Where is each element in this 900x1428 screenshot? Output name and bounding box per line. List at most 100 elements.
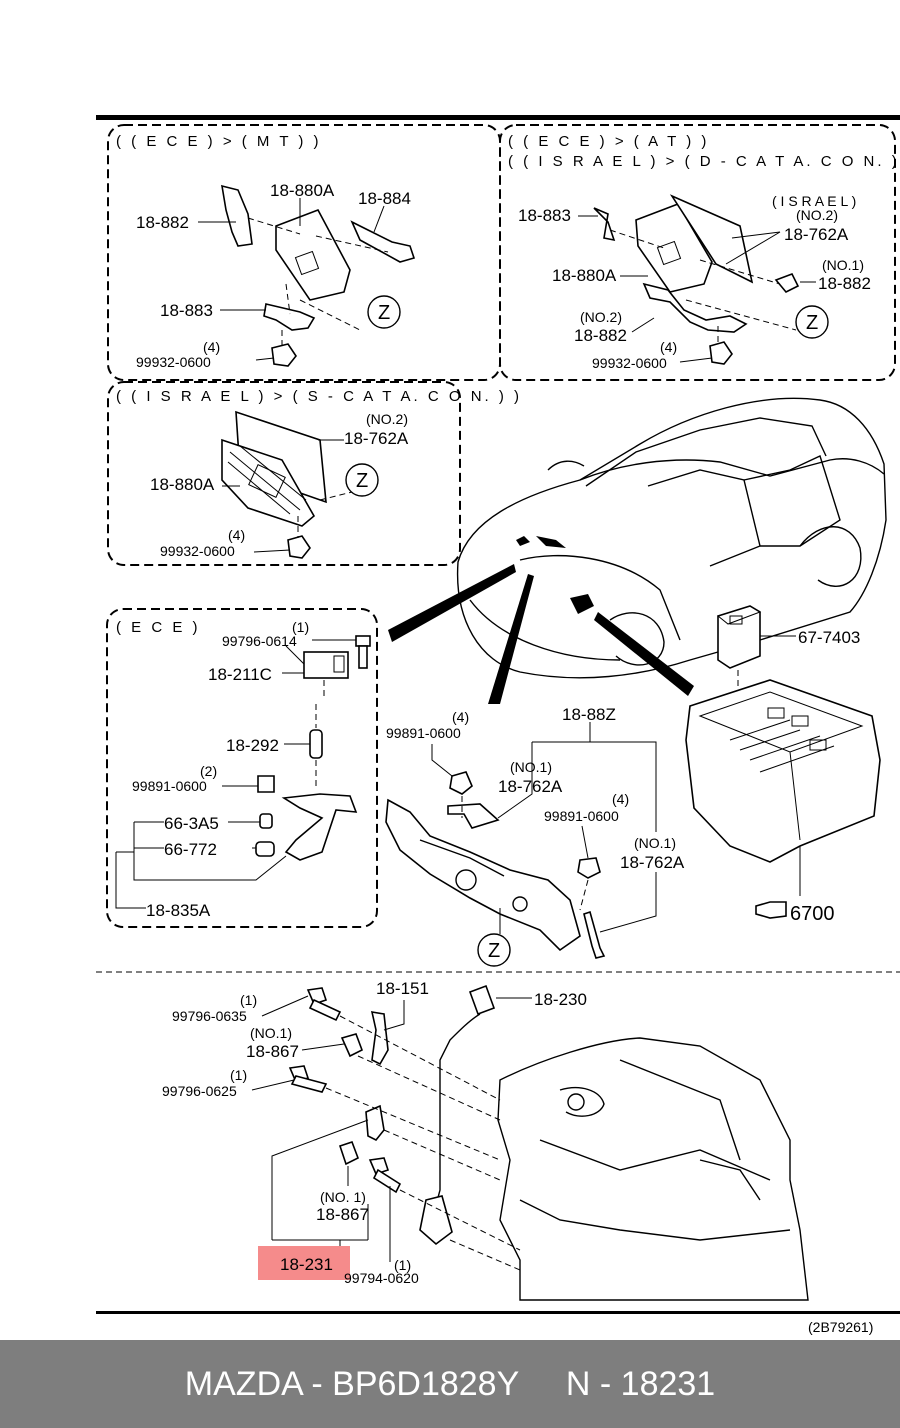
label-18-883-a: 18-883 [160,301,213,320]
bracket-18-151-shape [370,1011,389,1066]
grommet-66-3A5-shape [259,813,273,829]
clip-18-762A-d-shape [583,910,606,959]
bracket-18-883-b-shape [593,207,616,242]
z-letter-c: Z [356,470,368,492]
label-18-292: 18-292 [226,736,279,755]
bracket-18-882-shape [221,184,253,247]
relay-67-7403-shape [717,605,761,669]
fusebox-6700-shape [685,679,881,863]
label-18-882-b: 18-882 [818,274,871,293]
label-99932-a: 99932-0600 [136,354,211,370]
svg-text:( ( E C E ) > ( M T ) ): ( ( E C E ) > ( M T ) ) [116,133,322,150]
label-israel: ( I S R A E L ) [772,193,856,209]
car-outline [456,397,887,679]
z-circle-d [477,933,511,967]
label-18-882-a: 18-882 [136,213,189,232]
nut-99891-b-shape [449,771,473,795]
label-99891-a: 99891-0600 [132,778,207,794]
label-66-772: 66-772 [164,840,217,859]
label-18-835A: 18-835A [146,901,211,920]
label-qty-1-a: (1) [292,619,309,635]
bracket-18-884-shape [350,220,416,263]
label-qty-4-d: (4) [452,709,469,725]
clip-18-882-no1-shape [774,272,800,293]
label-18-883-b: 18-883 [518,206,571,225]
middle-assembly [385,722,657,959]
label-18-882-c: 18-882 [574,326,627,345]
label-no2-b: (NO.2) [580,309,622,325]
ece-mt-parts [198,184,416,367]
bracket-18-883-shape [263,303,316,331]
bracket-18-835A-shape [281,793,358,861]
module-18-880A-shape [275,209,351,301]
label-qty-1-d: (1) [394,1257,411,1273]
parts-diagram: ( ( E C E ) > ( M T ) ) ( ( E C E ) > ( … [96,115,900,1335]
z-circle-c [345,463,379,497]
ref-arrow-6700 [755,901,787,919]
sensor-18-230-head [468,984,496,1016]
z-letter-b: Z [806,312,818,334]
label-99796-0635: 99796-0635 [172,1008,247,1024]
plate-18-762A-c-shape [447,803,500,829]
svg-text:( E C E ): ( E C E ) [116,619,201,636]
label-18-231: 18-231 [280,1255,333,1274]
bracket-18-88Z-shape [385,798,581,952]
label-18-867-b: 18-867 [316,1205,369,1224]
bolt-99794-0620-head [368,1157,390,1175]
label-99932-c: 99932-0600 [160,543,235,559]
svg-text:( ( I S R A E L ) > ( S - C A: ( ( I S R A E L ) > ( S - C A T A. C O N… [116,388,522,405]
footer-bar: MAZDA - BP6D1828Y N - 18231 [0,1340,900,1428]
clip-18-867-a-shape [340,1033,364,1058]
bottom-rule [96,1311,900,1314]
svg-text:( ( E C E ) > ( A T ) ): ( ( E C E ) > ( A T ) ) [508,133,709,150]
label-99891-b: 99891-0600 [386,725,461,741]
label-18-762A-b: 18-762A [344,429,409,448]
bolt-99796-0614-head [355,635,371,647]
section-ece-at: ( ( E C E ) > ( A T ) ) ( ( I S R A E L … [499,124,900,381]
label-67-7403: 67-7403 [798,628,860,647]
label-qty-4-b: (4) [660,339,677,355]
pointer-wedge-2 [488,574,534,704]
nut-99891-a-shape [257,775,275,793]
label-18-762A-c: 18-762A [498,777,563,796]
pointer-wedge-1 [388,564,516,642]
label-99794-0620: 99794-0620 [344,1270,419,1286]
highlight-18-231 [258,1246,350,1280]
label-qty-4-a: (4) [203,339,220,355]
ece-parts [115,635,371,909]
label-18-151: 18-151 [376,979,429,998]
label-18-762A-a: 18-762A [784,225,849,244]
bracket-18-231-shape [365,1104,385,1142]
label-18-88Z: 18-88Z [562,705,616,724]
section-ece: ( E C E ) [106,608,378,928]
clip-18-867-b-shape [338,1140,360,1166]
label-qty-1-b: (1) [240,992,257,1008]
relay-fusebox [685,605,881,919]
label-no1-d: (NO.1) [250,1025,292,1041]
section-israel-s-cata: ( ( I S R A E L ) > ( S - C A T A. C O N… [107,381,522,566]
z-letter-d: Z [488,940,500,962]
bolt-99796-0635-head [306,987,328,1005]
label-18-211C: 18-211C [208,665,272,684]
nut-99932-b-shape [709,341,733,365]
label-99796-0625: 99796-0625 [162,1083,237,1099]
lower-engine [251,984,809,1301]
nut-99932-c-shape [287,535,311,559]
pointer-wedge-3 [594,612,694,696]
sensor-18-230-plug [419,1195,453,1246]
label-no2-c: (NO.2) [366,411,408,427]
label-18-880A-c: 18-880A [150,475,215,494]
label-18-230: 18-230 [534,990,587,1009]
ece-at-parts [578,194,816,365]
label-18-880A-a: 18-880A [270,181,335,200]
z-circle-b [795,305,829,339]
diagram-reference: (2B79261) [808,1319,873,1335]
label-no1-e: (NO. 1) [320,1189,366,1205]
label-99796-0614: 99796-0614 [222,633,297,649]
label-no2-a: (NO.2) [796,207,838,223]
label-qty-4-e: (4) [612,791,629,807]
bracket-18-882-b-shape [642,282,748,333]
label-qty-1-c: (1) [230,1067,247,1083]
label-no1-a: (NO.1) [822,257,864,273]
grommet-66-772-shape [255,841,275,857]
